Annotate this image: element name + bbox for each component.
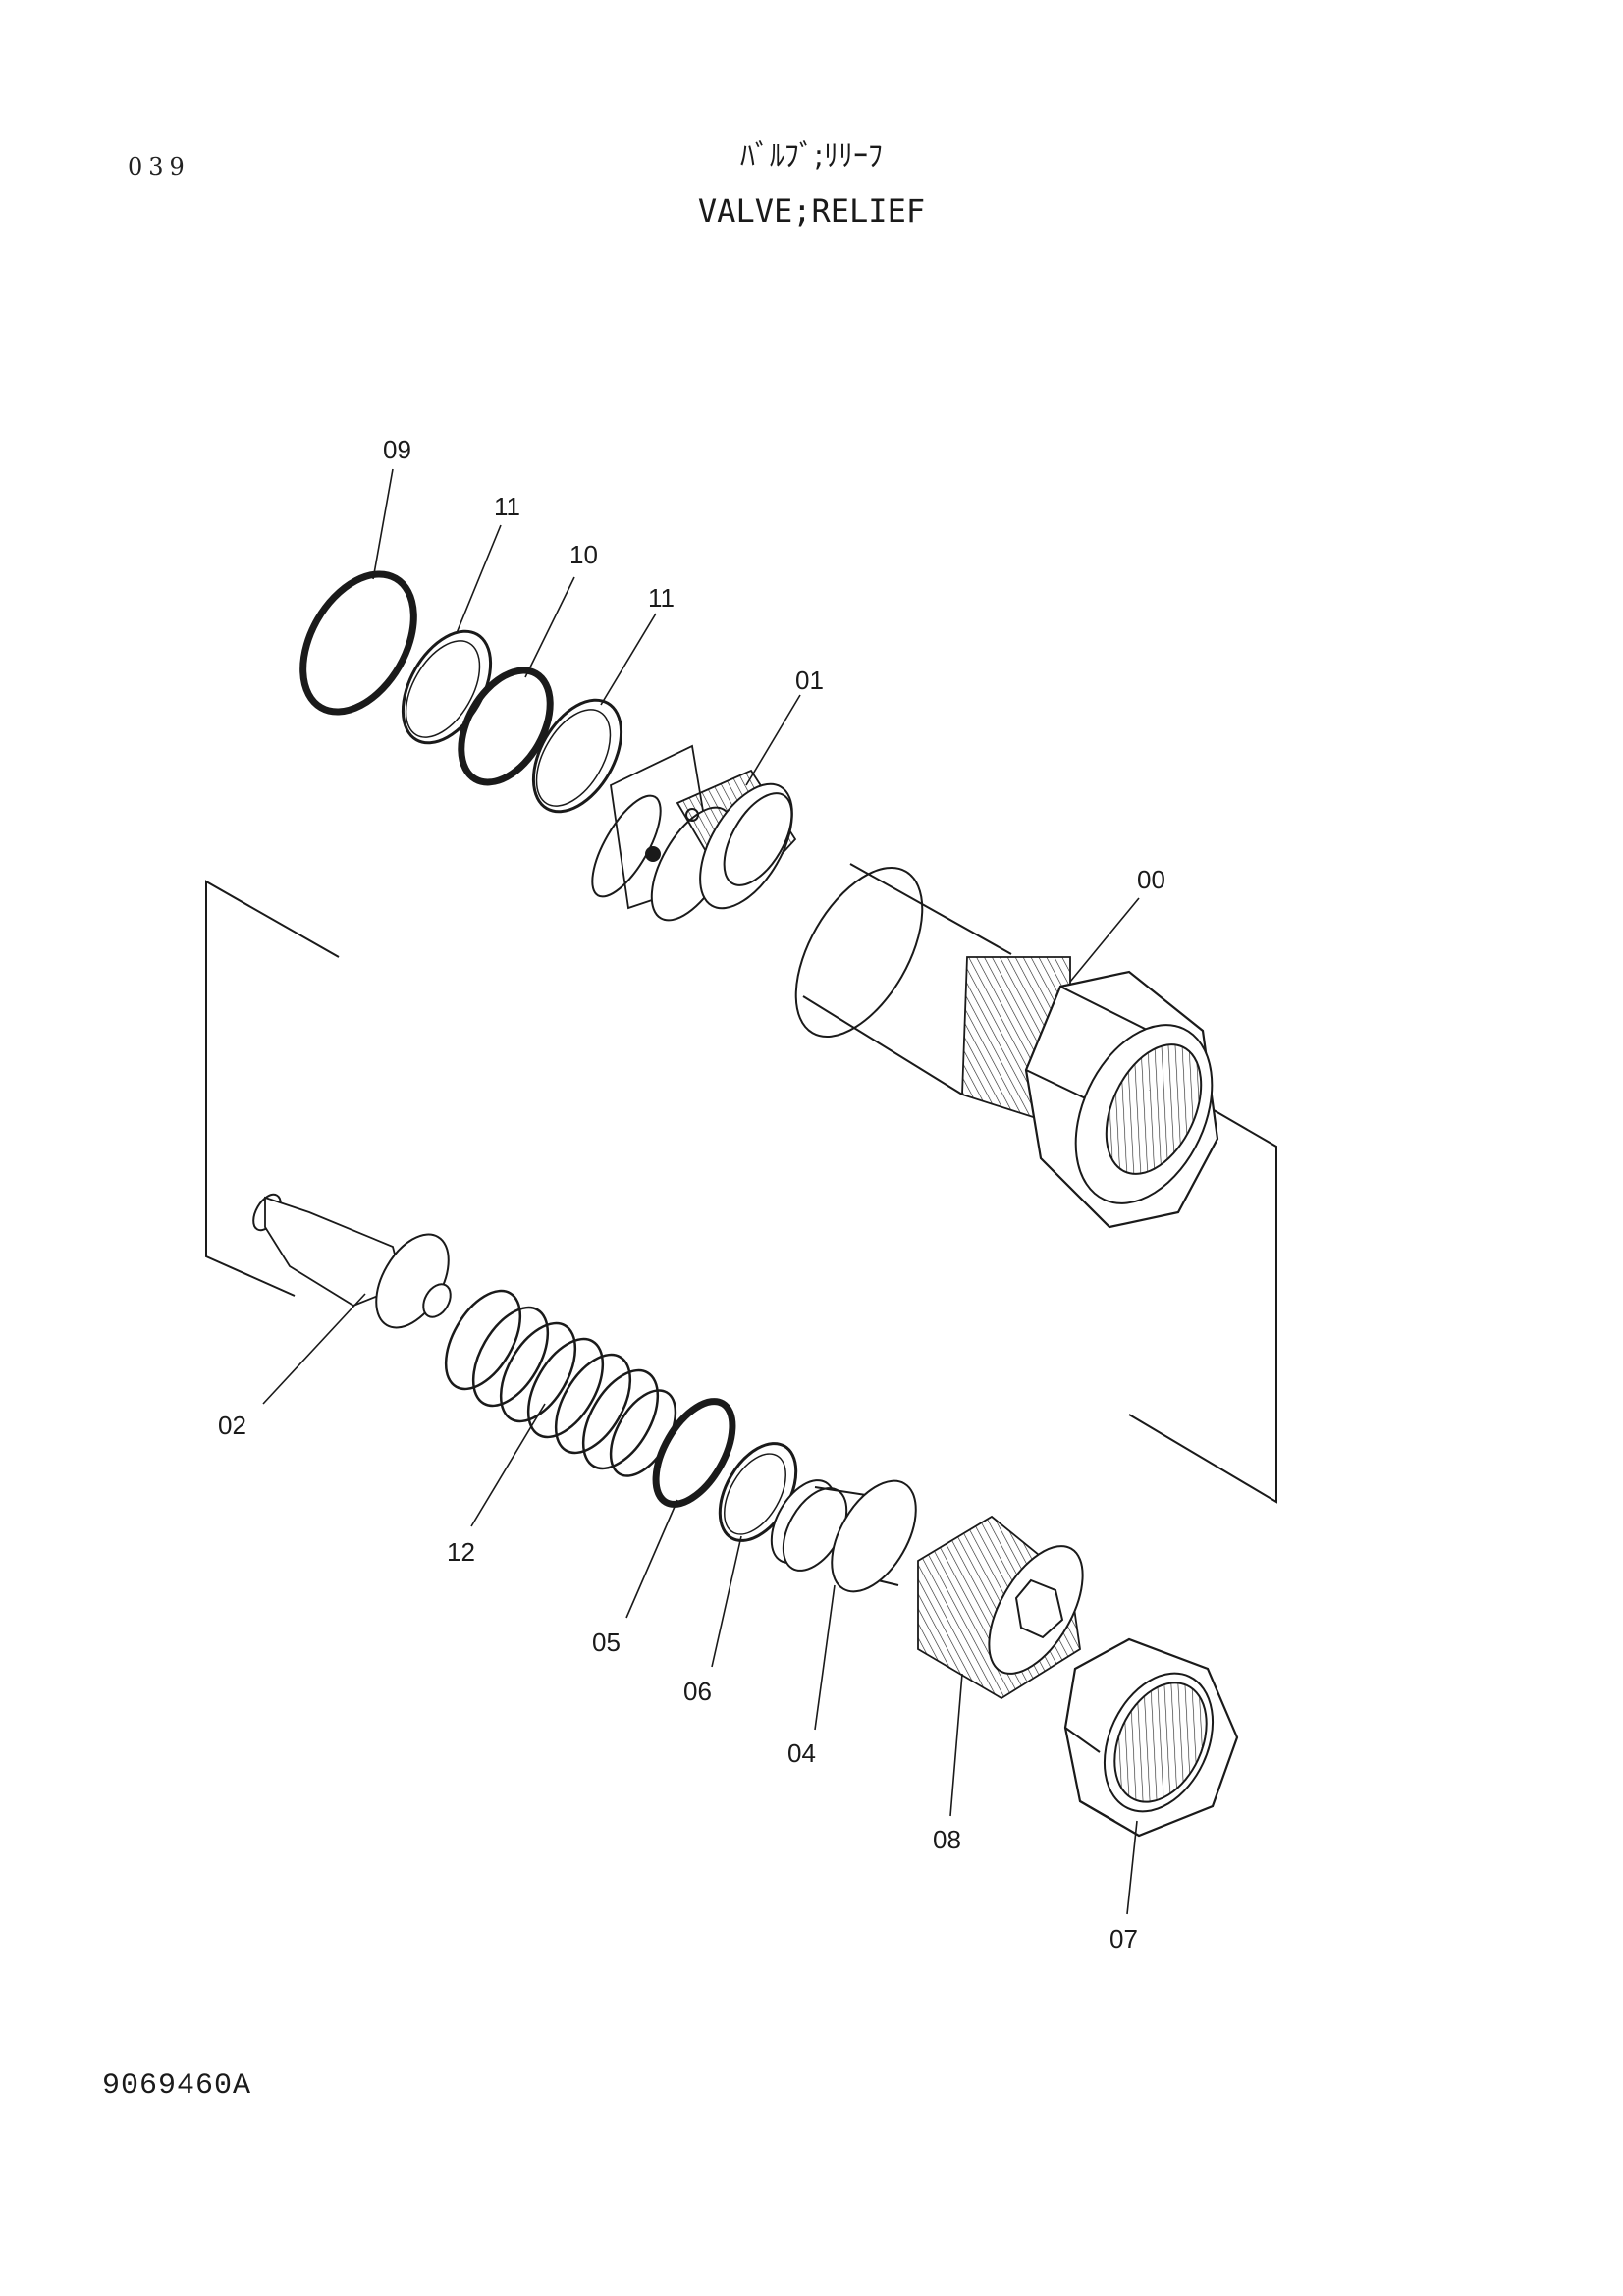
leader-06 bbox=[711, 1535, 742, 1668]
adjusting-screw-08 bbox=[917, 1515, 1084, 1700]
callout-12: 12 bbox=[447, 1537, 475, 1567]
callout-08: 08 bbox=[933, 1825, 961, 1854]
leader-00 bbox=[1069, 897, 1140, 983]
callout-06: 06 bbox=[683, 1677, 712, 1706]
leader-11-right bbox=[600, 613, 657, 706]
title-japanese: ﾊﾞﾙﾌﾞ;ﾘﾘｰﾌ bbox=[739, 139, 884, 174]
title-english: VALVE;RELIEF bbox=[697, 192, 926, 230]
callout-01: 01 bbox=[795, 666, 824, 695]
page-number: 039 bbox=[128, 153, 190, 181]
callout-04: 04 bbox=[787, 1738, 816, 1768]
assembly-bracket-left bbox=[205, 880, 340, 1297]
spring-12 bbox=[444, 1289, 677, 1477]
leader-11-left bbox=[456, 524, 502, 634]
leader-02 bbox=[262, 1293, 366, 1405]
o-ring-05 bbox=[652, 1398, 736, 1508]
leader-08 bbox=[949, 1673, 963, 1817]
leader-05 bbox=[625, 1499, 678, 1619]
leader-09 bbox=[372, 468, 394, 580]
callout-10: 10 bbox=[569, 540, 598, 569]
valve-body-00 bbox=[794, 863, 1219, 1229]
leader-01 bbox=[745, 694, 801, 786]
assembly-bracket-right bbox=[1128, 1089, 1277, 1504]
callout-11-right: 11 bbox=[648, 583, 675, 613]
valve-sleeve-01 bbox=[591, 744, 797, 922]
leader-lines bbox=[262, 468, 1140, 1915]
leader-12 bbox=[470, 1403, 546, 1527]
o-ring-large-09 bbox=[299, 570, 417, 716]
lock-nut-07 bbox=[1063, 1637, 1239, 1838]
document-code: 9069460A bbox=[102, 2069, 252, 2103]
callout-05: 05 bbox=[592, 1628, 621, 1657]
callout-09: 09 bbox=[383, 435, 411, 464]
poppet-02 bbox=[252, 1193, 452, 1329]
leader-10 bbox=[524, 576, 575, 678]
backup-ring-11-right bbox=[531, 698, 623, 814]
callout-02: 02 bbox=[218, 1411, 246, 1440]
leader-04 bbox=[814, 1584, 836, 1731]
leader-07 bbox=[1126, 1820, 1138, 1915]
callout-11-left: 11 bbox=[494, 492, 520, 521]
callout-labels: 09 11 10 11 01 00 02 12 05 06 04 08 07 bbox=[218, 435, 1165, 1953]
piston-04 bbox=[770, 1479, 917, 1593]
o-ring-10 bbox=[458, 667, 554, 786]
callout-00: 00 bbox=[1137, 865, 1165, 894]
callout-07: 07 bbox=[1109, 1924, 1138, 1953]
